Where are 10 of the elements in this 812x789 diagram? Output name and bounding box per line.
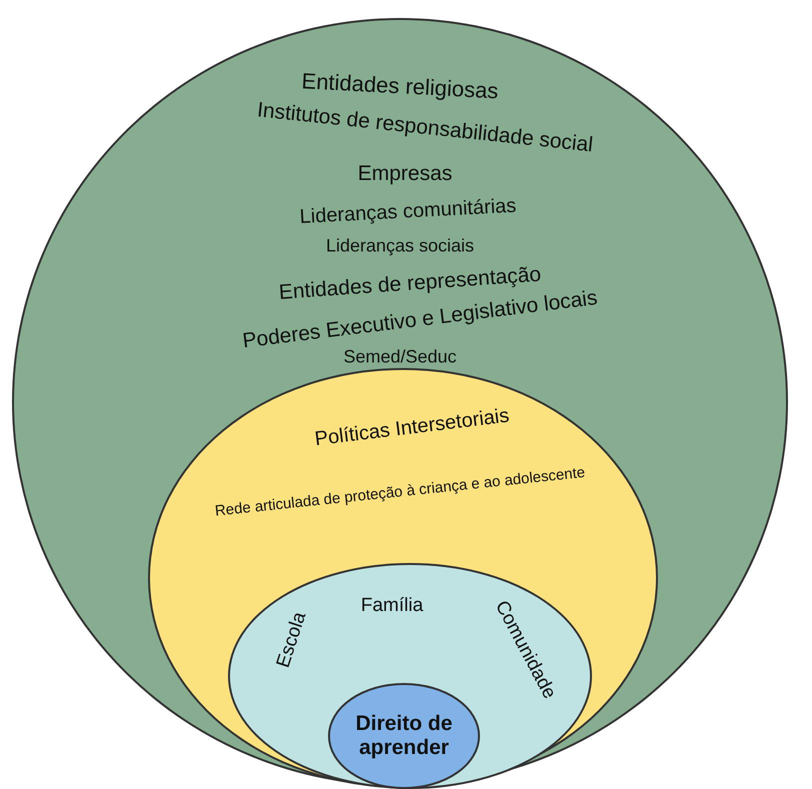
center-label: Direito de aprender [354,712,454,760]
ring-label: Lideranças sociais [326,236,474,256]
ring-label: Escola [272,610,312,670]
ring-label: Família [360,595,424,617]
ring-label: Rede articulada de proteção à criança e ao adolescente [214,464,586,520]
ring-label: Entidades religiosas [301,68,499,104]
ring-label: Lideranças comunitárias [299,194,517,230]
ring-label: Semed/Seduc [343,346,457,368]
ring-label: Empresas [358,162,452,186]
ring-label: Políticas Intersetoriais [314,404,510,452]
